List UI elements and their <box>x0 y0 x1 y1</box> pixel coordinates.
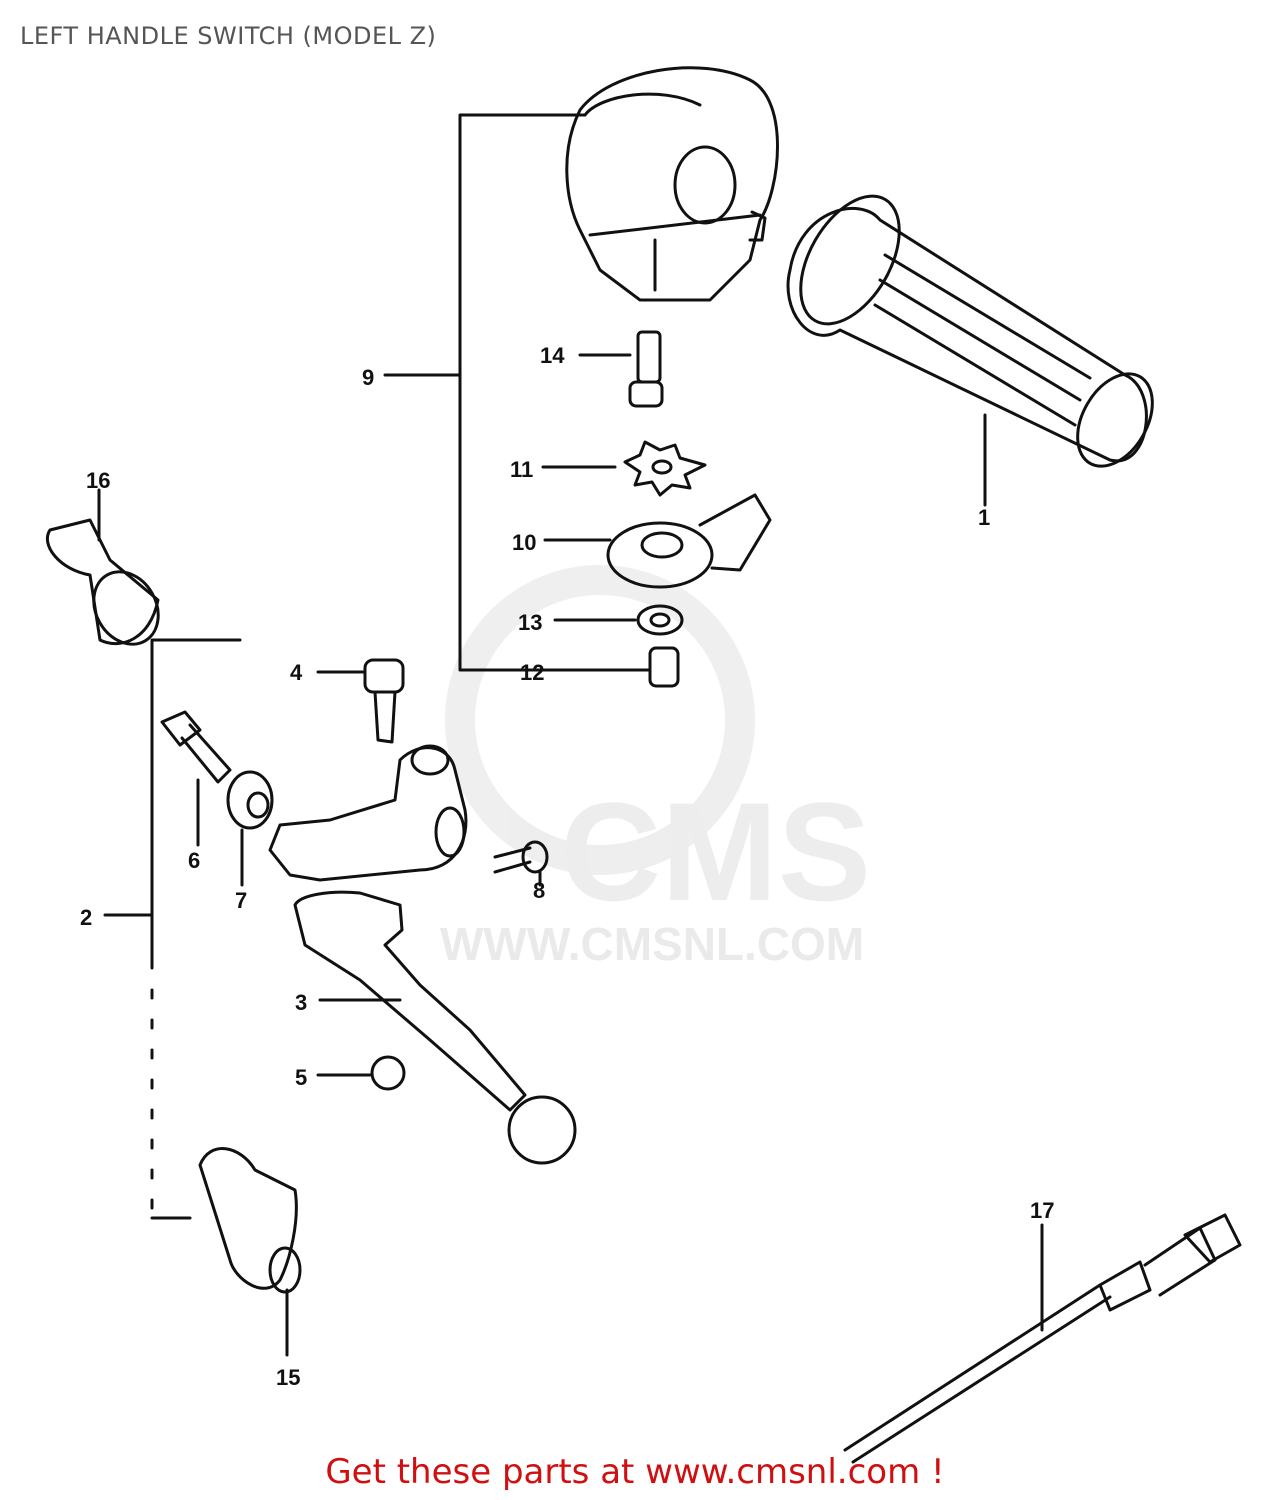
callout-3: 3 <box>295 990 307 1015</box>
callout-4: 4 <box>290 660 303 685</box>
grip-part-1 <box>786 194 1154 507</box>
screw-part-14 <box>578 330 664 408</box>
lever-holder-bracket <box>268 744 468 882</box>
watermark-url: WWW.CMSNL.COM <box>440 918 864 970</box>
washer-part-13 <box>553 604 684 636</box>
screw-part-8 <box>493 840 549 887</box>
callout-10: 10 <box>512 530 536 555</box>
watermark-brand: CMS <box>560 773 871 930</box>
callout-2: 2 <box>80 905 92 930</box>
callout-12: 12 <box>520 660 544 685</box>
choke-lever-part-10 <box>543 493 772 589</box>
callout-8: 8 <box>533 878 545 903</box>
callout-6: 6 <box>188 848 200 873</box>
pivot-bolt-part-4 <box>316 658 405 744</box>
collar-part-7 <box>226 770 274 887</box>
callout-7: 7 <box>235 888 247 913</box>
star-washer-part-11 <box>541 440 707 497</box>
clutch-lever-part-3 <box>293 890 577 1165</box>
dust-cover-part-15 <box>198 1147 302 1357</box>
bolt-part-6 <box>160 710 232 847</box>
nut-part-12 <box>553 646 680 688</box>
callout-13: 13 <box>518 610 542 635</box>
switch-housing-part <box>565 66 779 302</box>
callout-labels: 1 2 3 4 5 6 7 8 9 10 11 12 13 14 15 16 1… <box>80 343 1054 1390</box>
promo-link[interactable]: Get these parts at www.cmsnl.com ! <box>325 1452 945 1492</box>
callout-5: 5 <box>295 1065 307 1090</box>
callout-14: 14 <box>540 343 565 368</box>
callout-11: 11 <box>510 457 533 482</box>
callout-1: 1 <box>978 505 990 530</box>
nut-part-5 <box>316 1055 406 1091</box>
cable-part-17 <box>843 1213 1242 1464</box>
cms-watermark: CMS WWW.CMSNL.COM <box>440 565 871 970</box>
callout-17: 17 <box>1030 1198 1054 1223</box>
end-cap-part-16 <box>46 488 160 646</box>
bracket-group-2 <box>103 638 242 1220</box>
callout-9: 9 <box>362 365 374 390</box>
callout-15: 15 <box>276 1365 300 1390</box>
diagram-title: LEFT HANDLE SWITCH (MODEL Z) <box>20 22 437 50</box>
callout-16: 16 <box>86 468 110 493</box>
